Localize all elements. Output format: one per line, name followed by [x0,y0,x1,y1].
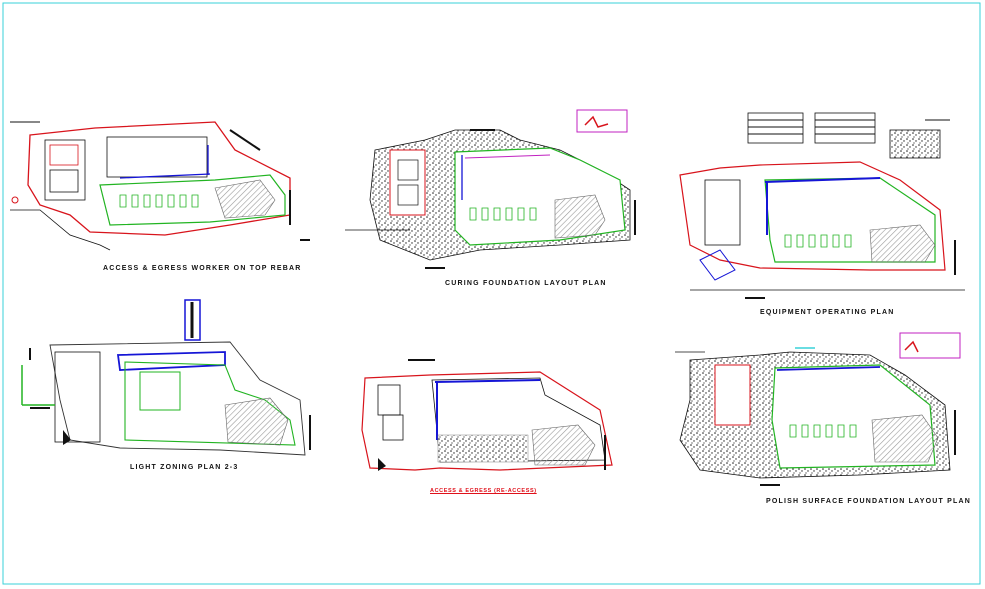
plan-curing-foundation [345,109,636,269]
caption-light-zoning: LIGHT ZONING PLAN 2-3 [130,464,239,471]
plan-light-zoning [21,299,311,456]
plan-access-egress [10,121,310,251]
caption-access-egress-re: ACCESS & EGRESS (RE-ACCESS) [430,488,537,494]
caption-equipment-operating: EQUIPMENT OPERATING PLAN [760,309,895,316]
caption-curing-foundation: CURING FOUNDATION LAYOUT PLAN [445,280,607,287]
caption-access-egress: ACCESS & EGRESS WORKER ON TOP REBAR [103,265,302,272]
plan-polish-surface [675,332,961,486]
plan-equipment-operating [679,112,965,299]
caption-polish-surface: POLISH SURFACE FOUNDATION LAYOUT PLAN [766,498,972,505]
plan-access-egress-re [361,359,613,471]
